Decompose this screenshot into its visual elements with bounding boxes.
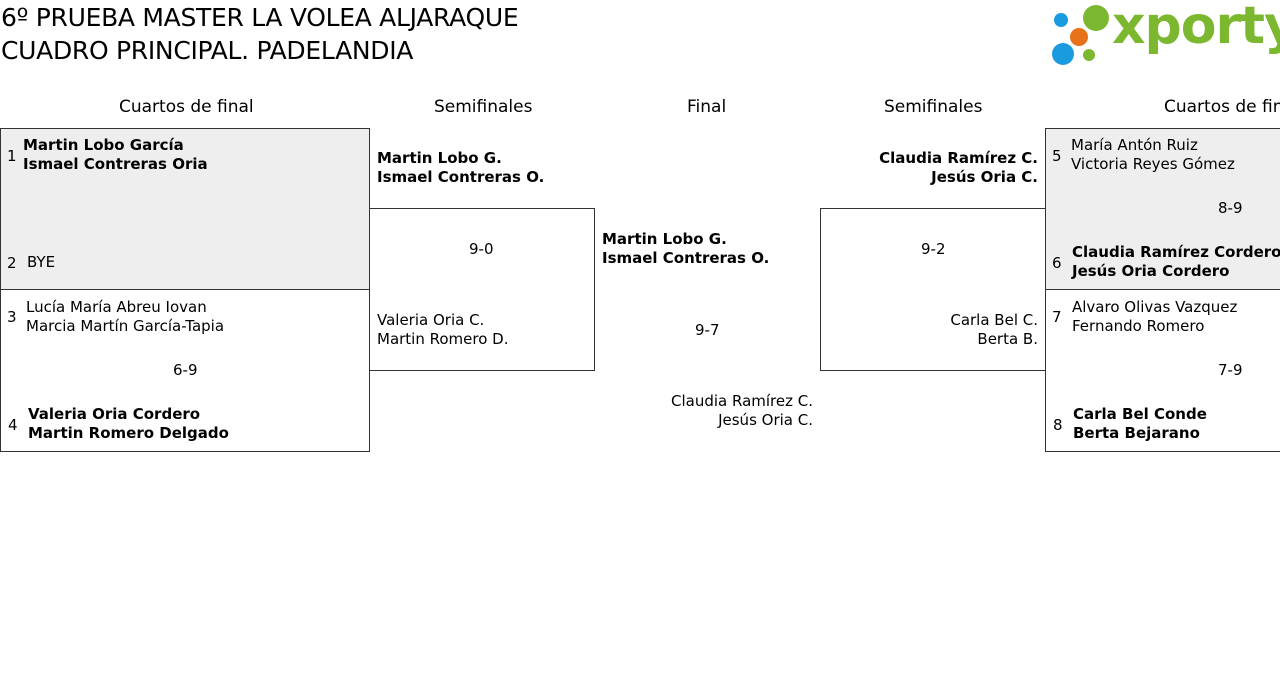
match-score: 9-0	[469, 240, 494, 258]
draw-subtitle: CUADRO PRINCIPAL. PADELANDIA	[1, 36, 414, 65]
team-player-name: Berta B.	[977, 330, 1038, 348]
team-player-name: Valeria Oria C.	[377, 311, 485, 329]
team-player-name: BYE	[27, 253, 56, 271]
team-player-name: Carla Bel C.	[950, 311, 1038, 329]
match-box-left-semi[interactable]	[369, 208, 595, 371]
team-player-name: Berta Bejarano	[1073, 424, 1200, 442]
round-header-right-semis: Semifinales	[884, 97, 983, 117]
logo-dot-blue	[1054, 13, 1068, 27]
logo-dot-green	[1083, 5, 1109, 31]
seed-number: 2	[7, 254, 17, 272]
match-box-right-quarter-1[interactable]	[1045, 128, 1280, 290]
team-player-name: Fernando Romero	[1072, 317, 1205, 335]
team-player-name: Ismael Contreras O.	[377, 168, 545, 186]
xporty-logo[interactable]: xporty	[1050, 0, 1280, 68]
seed-number: 3	[7, 308, 17, 326]
team-player-name: Marcia Martín García-Tapia	[26, 317, 225, 335]
team-player-name: Martin Lobo G.	[377, 149, 502, 167]
round-header-final: Final	[687, 97, 727, 117]
match-score: 9-2	[921, 240, 946, 258]
team-player-name: Martin Romero D.	[377, 330, 509, 348]
round-header-left-quarters: Cuartos de final	[119, 97, 254, 117]
team-player-name: Ismael Contreras O.	[602, 249, 770, 267]
seed-number: 8	[1053, 416, 1063, 434]
team-player-name: Victoria Reyes Gómez	[1071, 155, 1235, 173]
team-player-name: Lucía María Abreu Iovan	[26, 298, 207, 316]
team-player-name: Valeria Oria Cordero	[28, 405, 201, 423]
match-box-right-quarter-2[interactable]	[1045, 289, 1280, 452]
team-player-name: Carla Bel Conde	[1073, 405, 1207, 423]
logo-dot-orange	[1070, 28, 1088, 46]
logo-dot-blue-large	[1052, 43, 1074, 65]
team-player-name: Martin Lobo García	[23, 136, 184, 154]
team-player-name: Jesús Oria C.	[718, 411, 813, 429]
match-box-left-quarter-1[interactable]	[0, 128, 370, 290]
team-player-name: Jesús Oria Cordero	[1072, 262, 1230, 280]
team-player-name: Alvaro Olivas Vazquez	[1072, 298, 1238, 316]
seed-number: 4	[8, 416, 18, 434]
round-header-left-semis: Semifinales	[434, 97, 533, 117]
tournament-title: 6º PRUEBA MASTER LA VOLEA ALJARAQUE	[1, 3, 519, 32]
match-score: 8-9	[1218, 199, 1243, 217]
team-player-name: Claudia Ramírez C.	[879, 149, 1038, 167]
match-score: 6-9	[173, 361, 198, 379]
logo-wordmark: xporty	[1112, 0, 1280, 56]
match-score: 7-9	[1218, 361, 1243, 379]
team-player-name: Ismael Contreras Oria	[23, 155, 208, 173]
team-player-name: Martin Romero Delgado	[28, 424, 229, 442]
logo-dot-green-small	[1083, 49, 1095, 61]
seed-number: 1	[7, 147, 17, 165]
final-score: 9-7	[695, 321, 720, 339]
team-player-name: Claudia Ramírez Cordero	[1072, 243, 1280, 261]
seed-number: 5	[1052, 147, 1062, 165]
team-player-name: María Antón Ruiz	[1071, 136, 1198, 154]
team-player-name: Martin Lobo G.	[602, 230, 727, 248]
seed-number: 7	[1052, 308, 1062, 326]
seed-number: 6	[1052, 254, 1062, 272]
team-player-name: Jesús Oria C.	[931, 168, 1038, 186]
round-header-right-quarters: Cuartos de final	[1164, 97, 1280, 117]
team-player-name: Claudia Ramírez C.	[670, 392, 813, 410]
